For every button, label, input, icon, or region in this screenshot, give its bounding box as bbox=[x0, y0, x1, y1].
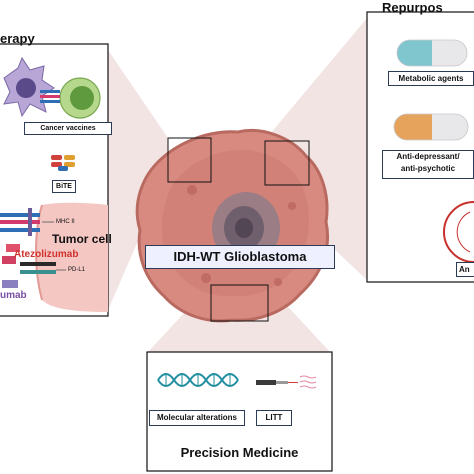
laser-probe-icon bbox=[256, 375, 317, 389]
bottom-zoom-square bbox=[210, 284, 269, 322]
dna-icon bbox=[157, 373, 239, 387]
antidepressant-label: Anti-depressant/ anti-psychotic bbox=[382, 150, 474, 179]
immunotherapy-heading: erapy bbox=[0, 31, 35, 46]
repurposing-heading: Repurpos bbox=[382, 0, 443, 15]
partial-circle-icon bbox=[443, 201, 474, 263]
antidepressant-line2: anti-psychotic bbox=[400, 164, 456, 173]
right-connector bbox=[265, 18, 367, 280]
partial-drug-label: umab bbox=[0, 290, 27, 301]
pdl1-label: PD-L1 bbox=[68, 267, 86, 273]
partial-repurpose-label: An bbox=[456, 262, 474, 277]
precision-medicine-title: Precision Medicine bbox=[180, 445, 299, 460]
antidepressant-line1: Anti-depressant/ bbox=[396, 152, 460, 161]
right-zoom-square bbox=[264, 140, 310, 186]
cancer-vaccines-label: Cancer vaccines bbox=[24, 122, 112, 135]
bite-icon bbox=[51, 155, 75, 171]
metabolic-agents-label: Metabolic agents bbox=[388, 71, 474, 86]
orange-pill-icon bbox=[393, 113, 469, 141]
tumor-illustration bbox=[135, 129, 330, 323]
tumor-cell-label: Tumor cell bbox=[52, 232, 112, 246]
left-connector bbox=[108, 50, 168, 310]
t-cell-icon bbox=[59, 77, 101, 119]
teal-pill-icon bbox=[396, 39, 468, 67]
molecular-alterations-label: Molecular alterations bbox=[149, 410, 245, 426]
litt-label: LITT bbox=[256, 410, 292, 426]
antibody-icon bbox=[0, 208, 56, 288]
mhc-label: MHC II bbox=[56, 219, 75, 225]
receptor-icon bbox=[40, 90, 60, 103]
atezolizumab-label: Atezolizumab bbox=[14, 249, 79, 260]
left-zoom-square bbox=[167, 137, 212, 183]
bite-label: BiTE bbox=[52, 180, 76, 193]
center-title: IDH-WT Glioblastoma bbox=[145, 245, 335, 269]
